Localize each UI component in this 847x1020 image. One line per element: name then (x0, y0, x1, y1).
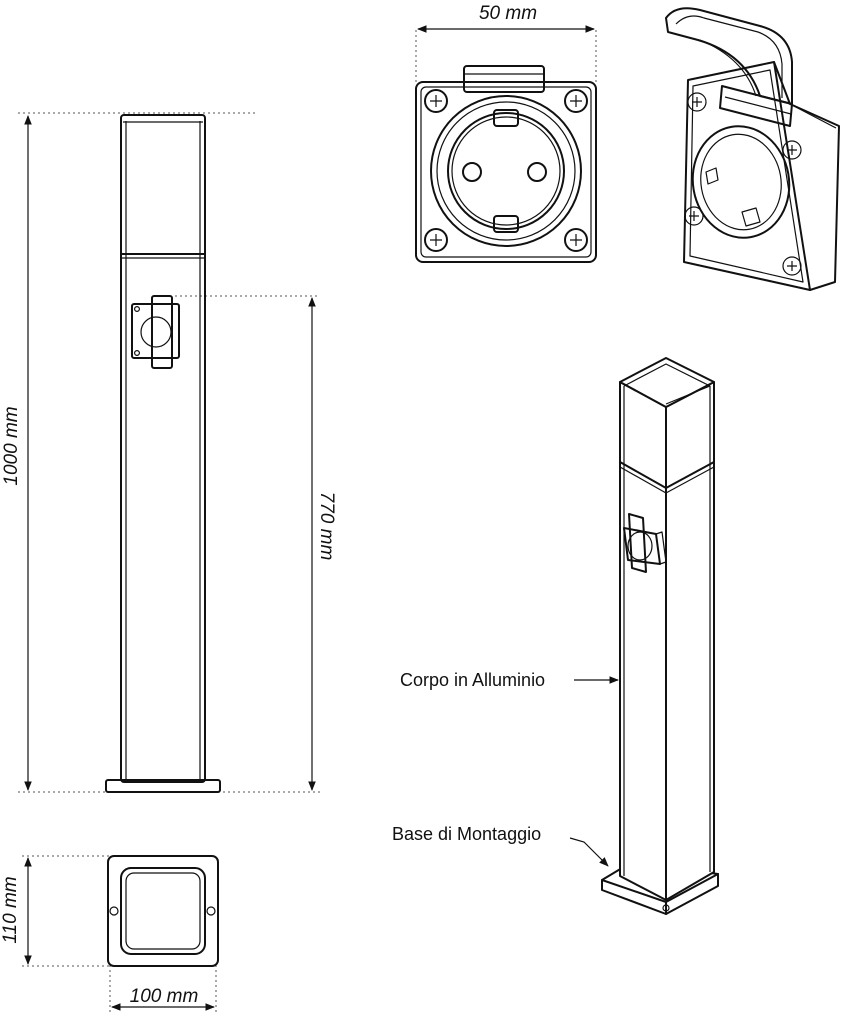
screw-icon (687, 92, 707, 112)
screw-icon (424, 228, 448, 252)
screw-icon (684, 206, 704, 226)
screw-icon (782, 140, 802, 160)
front-elevation-view: 1000 mm 770 mm (1, 112, 337, 793)
label-mounting-base: Base di Montaggio (392, 824, 541, 844)
label-aluminium-body: Corpo in Alluminio (400, 670, 545, 690)
dim-base-width: 100 mm (130, 986, 199, 1007)
socket-front-detail: 50 mm (415, 3, 597, 263)
post-perspective-view (601, 357, 719, 915)
screw-icon (564, 228, 588, 252)
socket-perspective-detail (665, 7, 840, 291)
screw-icon (782, 256, 802, 276)
dim-socket-height: 770 mm (316, 492, 337, 561)
dim-socket-width: 50 mm (479, 3, 537, 24)
screw-icon (564, 89, 588, 113)
screw-icon (424, 89, 448, 113)
dim-total-height: 1000 mm (1, 406, 22, 485)
perspective-socket-icon (623, 513, 667, 573)
dim-base-depth: 110 mm (0, 876, 21, 943)
base-plan-view: 110 mm 100 mm (0, 855, 219, 1012)
front-socket-icon (131, 295, 180, 369)
